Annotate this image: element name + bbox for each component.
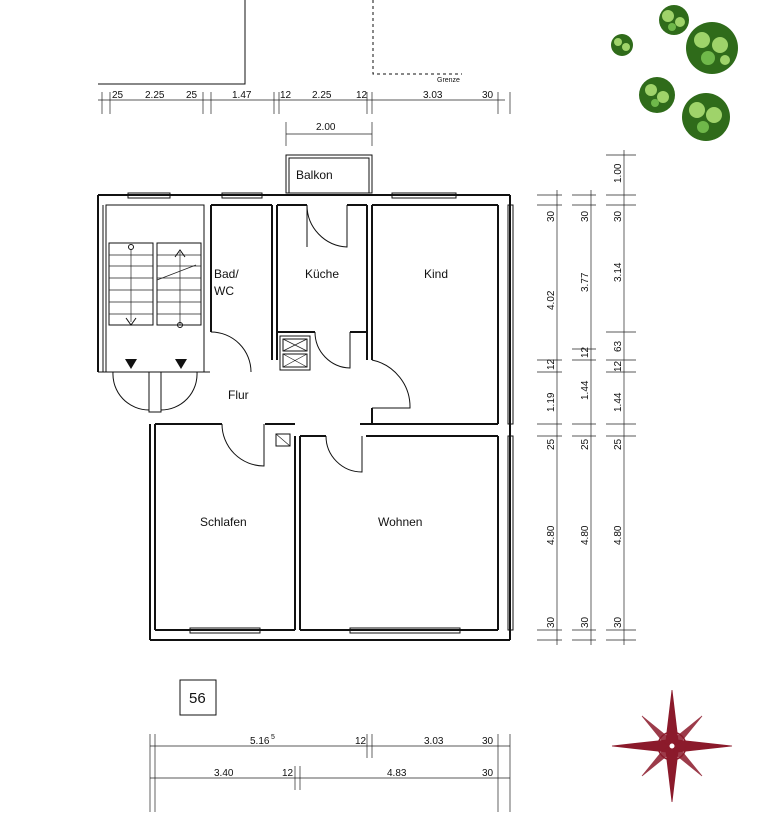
dim-right-c1-4: 25 xyxy=(546,438,557,450)
dim-right-c2-0: 30 xyxy=(580,210,591,222)
dim-right-c2-2: 12 xyxy=(580,346,591,358)
room-label-wohnen: Wohnen xyxy=(378,515,422,529)
arrow-down-icon xyxy=(175,359,187,369)
staircase xyxy=(108,242,202,369)
tree-icon xyxy=(611,34,633,56)
dim-bottom-1-a-sup: 5 xyxy=(271,734,275,741)
dim-bottom-1-a: 5.16 xyxy=(250,736,270,747)
tree-icon xyxy=(639,77,675,113)
tree-icon xyxy=(686,22,738,74)
dim-top-a: 25 xyxy=(112,90,124,101)
top-dimension-chain: 25 2.25 25 1.47 12 2.25 12 3.03 30 2.00 xyxy=(98,90,511,146)
tree-icon xyxy=(682,93,730,141)
dim-right-c1-0: 30 xyxy=(546,210,557,222)
tree-icon xyxy=(659,5,689,35)
right-dimension-chains: 30 4.02 12 1.19 25 4.80 30 30 3.77 12 1.… xyxy=(537,150,636,645)
entrance-doors xyxy=(112,371,198,413)
compass-o: O xyxy=(657,764,670,778)
dim-right-c3-4: 12 xyxy=(613,360,624,372)
dim-right-c2-1: 3.77 xyxy=(580,272,591,292)
grenze-label: Grenze xyxy=(437,77,460,84)
dim-top-d: 1.47 xyxy=(232,90,252,101)
balcony xyxy=(285,154,373,194)
windows xyxy=(127,192,514,634)
dim-right-c2-6: 30 xyxy=(580,616,591,628)
dim-top-i: 30 xyxy=(482,90,494,101)
dim-right-c1-3: 1.19 xyxy=(546,392,557,412)
dim-right-c1-5: 4.80 xyxy=(546,525,557,545)
compass-n: N xyxy=(675,716,687,730)
dim-top-g: 12 xyxy=(356,90,368,101)
dim-top-h: 3.03 xyxy=(423,90,443,101)
room-label-bad: Bad/ xyxy=(214,267,239,281)
interior-walls xyxy=(154,204,499,631)
dim-bottom-1-b: 12 xyxy=(355,736,367,747)
dim-right-c2-5: 4.80 xyxy=(580,525,591,545)
dim-bottom-2-b: 12 xyxy=(282,768,294,779)
dim-right-c1-6: 30 xyxy=(546,616,557,628)
unit-number-box: 56 xyxy=(179,679,217,716)
dim-top-c: 25 xyxy=(186,90,198,101)
dim-right-c1-2: 12 xyxy=(546,358,557,370)
room-label-wc: WC xyxy=(214,284,234,298)
site-boundary: Grenze xyxy=(98,0,462,85)
room-label-flur: Flur xyxy=(228,388,249,402)
dim-right-c3-6: 25 xyxy=(613,438,624,450)
room-labels: Bad/ WC Küche Kind Flur Schlafen Wohnen … xyxy=(200,168,448,529)
room-label-schlafen: Schlafen xyxy=(200,515,247,529)
bottom-dimension-chains: 5.16 5 12 3.03 30 3.40 12 4.83 30 xyxy=(149,734,511,812)
dim-right-c3-3: 63 xyxy=(613,340,624,352)
arrow-down-icon xyxy=(125,359,137,369)
dim-right-c3-0: 1.00 xyxy=(613,163,624,183)
room-label-kind: Kind xyxy=(424,267,448,281)
tree-icons xyxy=(611,5,738,141)
unit-number: 56 xyxy=(189,690,206,707)
dim-right-c2-3: 1.44 xyxy=(580,380,591,400)
dim-right-c1-1: 4.02 xyxy=(546,290,557,310)
dim-bottom-2-a: 3.40 xyxy=(214,768,234,779)
dim-balkon-width: 2.00 xyxy=(316,122,336,133)
door-swings xyxy=(210,204,411,473)
outer-walls xyxy=(97,194,511,641)
dim-right-c2-4: 25 xyxy=(580,438,591,450)
room-label-balkon: Balkon xyxy=(296,168,333,182)
compass-rose-icon: N S W O xyxy=(611,689,733,803)
dim-right-c3-1: 30 xyxy=(613,210,624,222)
dim-bottom-1-d: 30 xyxy=(482,736,494,747)
dim-right-c3-5: 1.44 xyxy=(613,392,624,412)
dim-right-c3-2: 3.14 xyxy=(613,262,624,282)
dim-bottom-1-c: 3.03 xyxy=(424,736,444,747)
dim-right-c3-7: 4.80 xyxy=(613,525,624,545)
dim-bottom-2-d: 30 xyxy=(482,768,494,779)
compass-w: W xyxy=(636,729,650,744)
dim-top-b: 2.25 xyxy=(145,90,165,101)
compass-s: S xyxy=(696,751,707,765)
dim-right-c3-8: 30 xyxy=(613,616,624,628)
dim-top-e: 12 xyxy=(280,90,292,101)
dim-top-f: 2.25 xyxy=(312,90,332,101)
vent-shafts xyxy=(275,335,311,447)
dim-bottom-2-c: 4.83 xyxy=(387,768,407,779)
room-label-kueche: Küche xyxy=(305,267,339,281)
